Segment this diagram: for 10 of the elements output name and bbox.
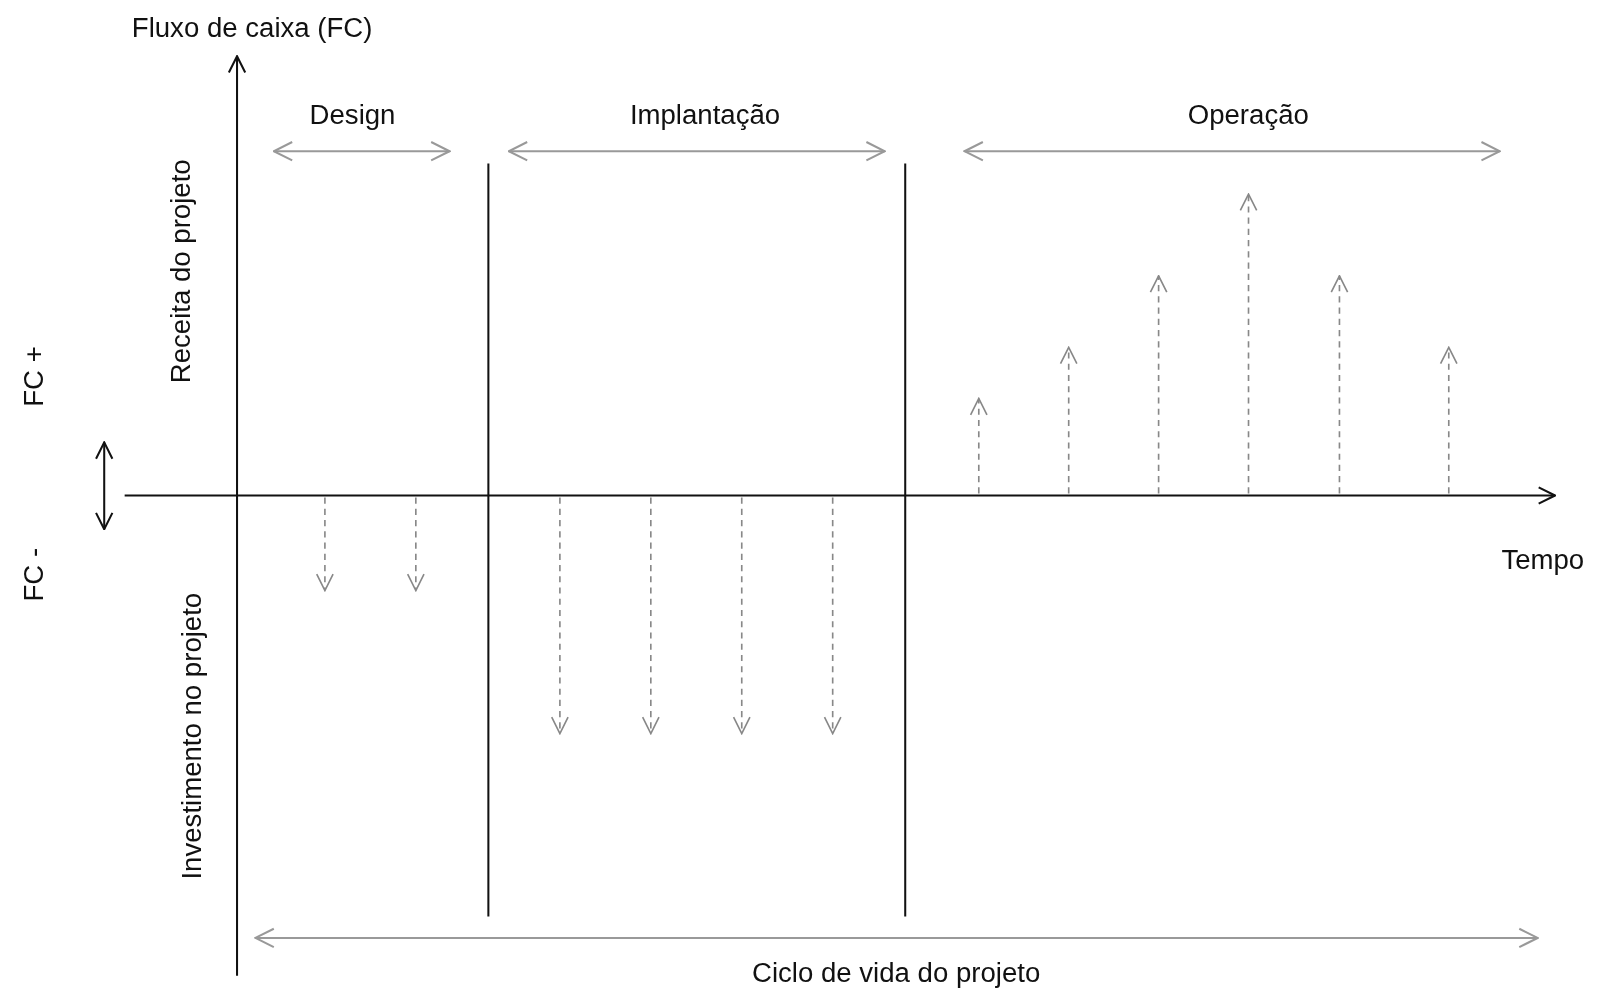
axis-label: Tempo [1501,544,1585,576]
axis-title: Fluxo de caixa (FC) [131,11,373,44]
axis-label: FC + [18,345,50,407]
phase-label: Operação [1187,98,1309,131]
phase-label: Implantação [629,98,781,131]
axis-label: FC - [18,547,50,602]
phase-label: Design [309,98,396,131]
axis-label: Investimento no projeto [176,591,208,882]
axis-label: Receita do projeto [165,158,197,383]
span-label: Ciclo de vida do projeto [751,956,1041,989]
